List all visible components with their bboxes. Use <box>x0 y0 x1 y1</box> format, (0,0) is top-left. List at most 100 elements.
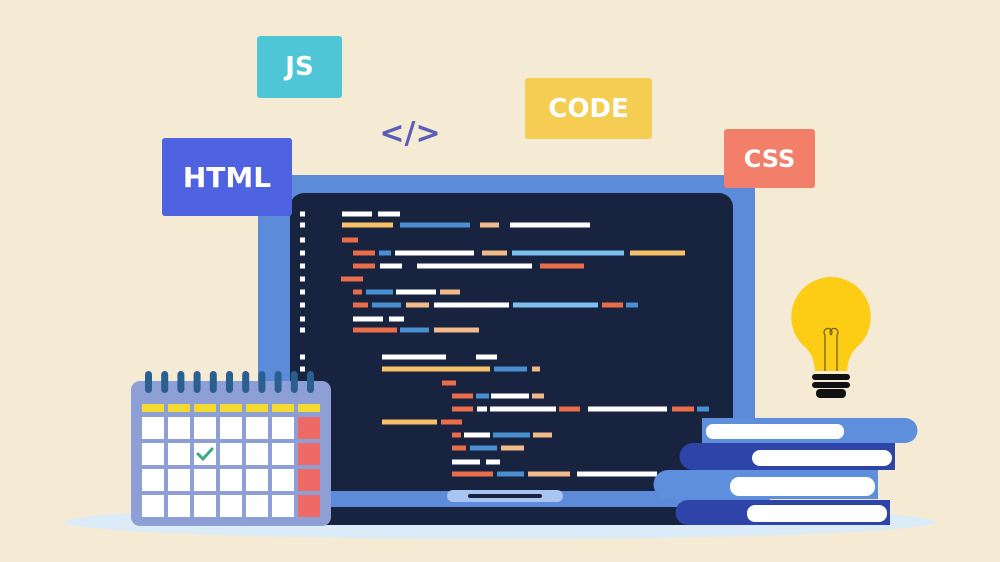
calendar-header-cell <box>168 404 190 412</box>
calendar-ring <box>290 371 298 393</box>
code-token <box>353 250 375 256</box>
book-pages <box>730 477 875 496</box>
code-token <box>452 459 480 465</box>
laptop-notch-slot <box>468 494 542 498</box>
code-token <box>493 432 530 438</box>
code-token <box>626 302 638 308</box>
calendar-header-cell <box>220 404 242 412</box>
code-token <box>341 276 363 282</box>
calendar-header-cell <box>298 404 320 412</box>
code-token <box>417 263 532 269</box>
books-stack <box>653 418 918 525</box>
calendar-day-cell <box>298 495 320 517</box>
code-token <box>464 432 490 438</box>
code-token <box>532 366 540 372</box>
html-tag: HTML <box>162 138 292 216</box>
checkmark-icon <box>196 447 214 462</box>
line-marker <box>300 289 305 295</box>
code-token <box>540 263 584 269</box>
book-pages <box>706 424 844 439</box>
calendar-day-cell <box>272 469 294 491</box>
code-token <box>434 327 479 333</box>
code-token <box>342 222 393 228</box>
calendar-day-cell <box>142 495 164 517</box>
calendar-day-cell <box>246 417 268 439</box>
calendar-day-cell <box>168 469 190 491</box>
book-pages <box>747 505 887 522</box>
laptop-bottom <box>250 507 770 525</box>
calendar-ring <box>161 371 169 393</box>
code-token <box>400 222 470 228</box>
code-token <box>452 406 473 412</box>
code-token <box>577 471 657 477</box>
line-marker <box>300 211 305 217</box>
code-token <box>528 471 570 477</box>
calendar-ring <box>193 371 201 393</box>
code-token <box>630 250 685 256</box>
code-token <box>366 289 393 295</box>
code-token <box>382 419 437 425</box>
code-token <box>470 445 497 451</box>
calendar-header-cell <box>272 404 294 412</box>
calendar-day-cell <box>168 443 190 465</box>
line-marker <box>300 327 305 333</box>
code-token <box>353 289 362 295</box>
line-marker <box>300 263 305 269</box>
calendar-day-cell <box>272 417 294 439</box>
calendar-day-cell <box>298 443 320 465</box>
calendar-day-cell <box>168 495 190 517</box>
calendar-day-cell <box>272 443 294 465</box>
code-token <box>389 316 404 322</box>
line-marker <box>300 250 305 256</box>
code-token <box>482 250 507 256</box>
code-token <box>510 222 590 228</box>
line-marker <box>300 354 305 360</box>
calendar-day-cell <box>298 469 320 491</box>
line-marker <box>300 222 305 228</box>
code-token <box>512 250 624 256</box>
code-token <box>382 354 446 360</box>
code-token <box>672 406 694 412</box>
code-token <box>513 302 598 308</box>
calendar-day-cell <box>220 443 242 465</box>
code-tag: CODE <box>525 78 652 139</box>
line-marker <box>300 316 305 322</box>
code-token <box>372 302 401 308</box>
code-token <box>434 302 509 308</box>
calendar-header-cell <box>142 404 164 412</box>
calendar-ring <box>258 371 266 393</box>
code-token <box>452 471 493 477</box>
code-token <box>342 211 372 217</box>
line-marker <box>300 366 305 372</box>
calendar-day-cell <box>246 495 268 517</box>
calendar-day-cell <box>142 443 164 465</box>
calendar-day-cell <box>272 495 294 517</box>
code-symbol-icon: </> <box>379 116 440 151</box>
calendar-header-cell <box>246 404 268 412</box>
code-token <box>476 393 489 399</box>
code-token <box>440 289 460 295</box>
js-tag: JS <box>257 36 342 98</box>
code-token <box>400 327 429 333</box>
calendar-ring <box>145 371 152 393</box>
code-token <box>353 316 383 322</box>
code-token <box>477 406 487 412</box>
code-token <box>442 380 456 386</box>
code-token <box>501 445 524 451</box>
code-token <box>588 406 667 412</box>
line-marker <box>300 237 305 243</box>
calendar-ring <box>177 371 185 393</box>
calendar <box>131 371 331 526</box>
code-token <box>486 459 500 465</box>
code-token <box>353 263 375 269</box>
code-token <box>532 393 544 399</box>
line-marker <box>300 276 305 282</box>
code-token <box>452 432 461 438</box>
code-token <box>396 289 436 295</box>
calendar-day-cell <box>194 417 216 439</box>
laptop <box>250 175 770 525</box>
css-tag: CSS <box>724 129 815 188</box>
code-token <box>452 445 466 451</box>
code-token <box>380 263 402 269</box>
